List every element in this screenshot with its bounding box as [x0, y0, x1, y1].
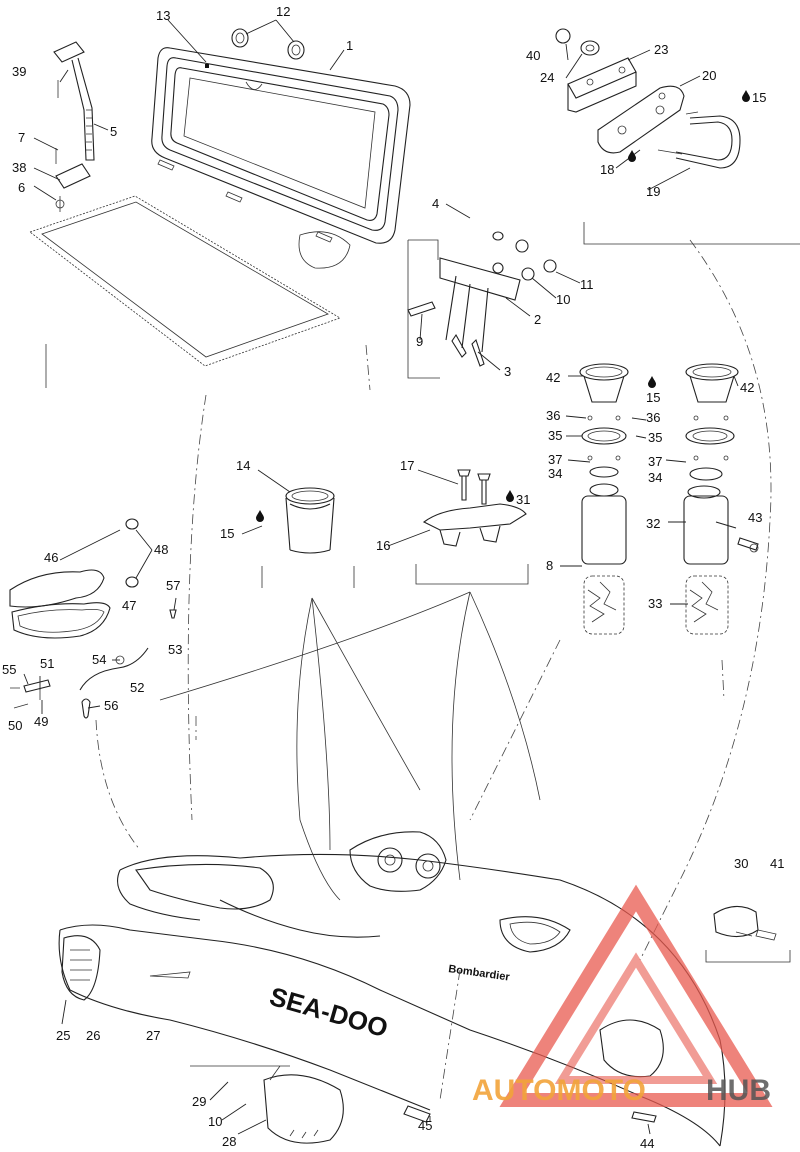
callout-10-latch: 10 — [556, 292, 570, 307]
bumper-30-41 — [631, 905, 791, 1123]
callout-2: 2 — [534, 312, 541, 327]
callout-35-left: 35 — [548, 428, 562, 443]
watermark-text-a: AUTOMOTO — [472, 1074, 646, 1107]
callout-23: 23 — [654, 42, 668, 57]
sealant-drop-icon — [628, 150, 636, 162]
callout-24: 24 — [540, 70, 554, 85]
callout-50: 50 — [8, 718, 22, 733]
callout-14: 14 — [236, 458, 250, 473]
watermark-text-b: HUB — [706, 1074, 771, 1107]
sealant-drop-icon — [506, 490, 514, 502]
callout-45: 45 — [418, 1118, 432, 1133]
storage-bin-14 — [285, 487, 335, 554]
callout-26: 26 — [86, 1028, 100, 1043]
callout-42-right: 42 — [740, 380, 754, 395]
callout-32: 32 — [646, 516, 660, 531]
callout-39: 39 — [12, 64, 26, 79]
callout-54: 54 — [92, 652, 106, 667]
callout-35-right: 35 — [648, 430, 662, 445]
callout-38: 38 — [12, 160, 26, 175]
seat-pad-46 — [9, 518, 139, 639]
sealant-drop-icons — [256, 90, 750, 522]
hatch-gasket — [29, 195, 341, 367]
sealant-drop-icon — [742, 90, 750, 102]
latch-assembly — [407, 231, 557, 379]
callout-11: 11 — [580, 277, 594, 292]
callout-10-hull: 10 — [208, 1114, 222, 1129]
callout-36-right: 36 — [646, 410, 660, 425]
sealant-drop-icon — [256, 510, 264, 522]
callout-5: 5 — [110, 124, 117, 139]
watermark-logo: AUTOMOTO HUB — [472, 884, 773, 1107]
callout-46: 46 — [44, 550, 58, 565]
callout-53: 53 — [168, 642, 182, 657]
callout-40: 40 — [526, 48, 540, 63]
callout-57: 57 — [166, 578, 180, 593]
callout-31: 31 — [516, 492, 530, 507]
callout-3: 3 — [504, 364, 511, 379]
callout-16: 16 — [376, 538, 390, 553]
hull-deck — [58, 831, 726, 1147]
callout-6: 6 — [18, 180, 25, 195]
callout-43: 43 — [748, 510, 762, 525]
callout-20: 20 — [702, 68, 716, 83]
callout-25: 25 — [56, 1028, 70, 1043]
callout-49: 49 — [34, 714, 48, 729]
cup-stack-right — [683, 363, 759, 635]
tow-eye-assembly — [555, 28, 800, 245]
cup-stack-left — [579, 363, 629, 635]
callout-30: 30 — [734, 856, 748, 871]
callout-29: 29 — [192, 1094, 206, 1109]
callout-9: 9 — [416, 334, 423, 349]
callout-4: 4 — [432, 196, 439, 211]
callout-18: 18 — [600, 162, 614, 177]
callout-34-left: 34 — [548, 466, 562, 481]
callout-1: 1 — [346, 38, 353, 53]
hull-maker-text: Bombardier — [448, 963, 512, 984]
callout-34-right: 34 — [648, 470, 662, 485]
callout-15-c: 15 — [220, 526, 234, 541]
callout-28: 28 — [222, 1134, 236, 1149]
callout-33: 33 — [648, 596, 662, 611]
callout-51: 51 — [40, 656, 54, 671]
callout-36-left: 36 — [546, 408, 560, 423]
callout-42-left: 42 — [546, 370, 560, 385]
assembly-lines — [45, 239, 772, 1101]
cleat-16 — [415, 469, 529, 585]
hatch-strap — [53, 41, 95, 212]
callout-55: 55 — [2, 662, 16, 677]
grommets-12 — [231, 28, 305, 60]
callout-labels: 1 2 3 4 5 6 7 8 9 10 10 11 12 13 14 15 1… — [2, 4, 784, 1151]
callout-37-left: 37 — [548, 452, 562, 467]
callout-44: 44 — [640, 1136, 654, 1151]
callout-52: 52 — [130, 680, 144, 695]
sealant-drop-icon — [648, 376, 656, 388]
callout-48: 48 — [154, 542, 168, 557]
callout-12: 12 — [276, 4, 290, 19]
callout-47: 47 — [122, 598, 136, 613]
callout-56: 56 — [104, 698, 118, 713]
hatch-cover — [151, 47, 411, 269]
callout-27: 27 — [146, 1028, 160, 1043]
callout-37-right: 37 — [648, 454, 662, 469]
callout-8: 8 — [546, 558, 553, 573]
callout-15-a: 15 — [752, 90, 766, 105]
callout-13: 13 — [156, 8, 170, 23]
callout-15-b: 15 — [646, 390, 660, 405]
callout-17: 17 — [400, 458, 414, 473]
callout-41: 41 — [770, 856, 784, 871]
callout-7: 7 — [18, 130, 25, 145]
hull-brand-text: SEA-DOO — [266, 981, 391, 1043]
callout-19: 19 — [646, 184, 660, 199]
callout-leaders — [23, 19, 739, 1135]
